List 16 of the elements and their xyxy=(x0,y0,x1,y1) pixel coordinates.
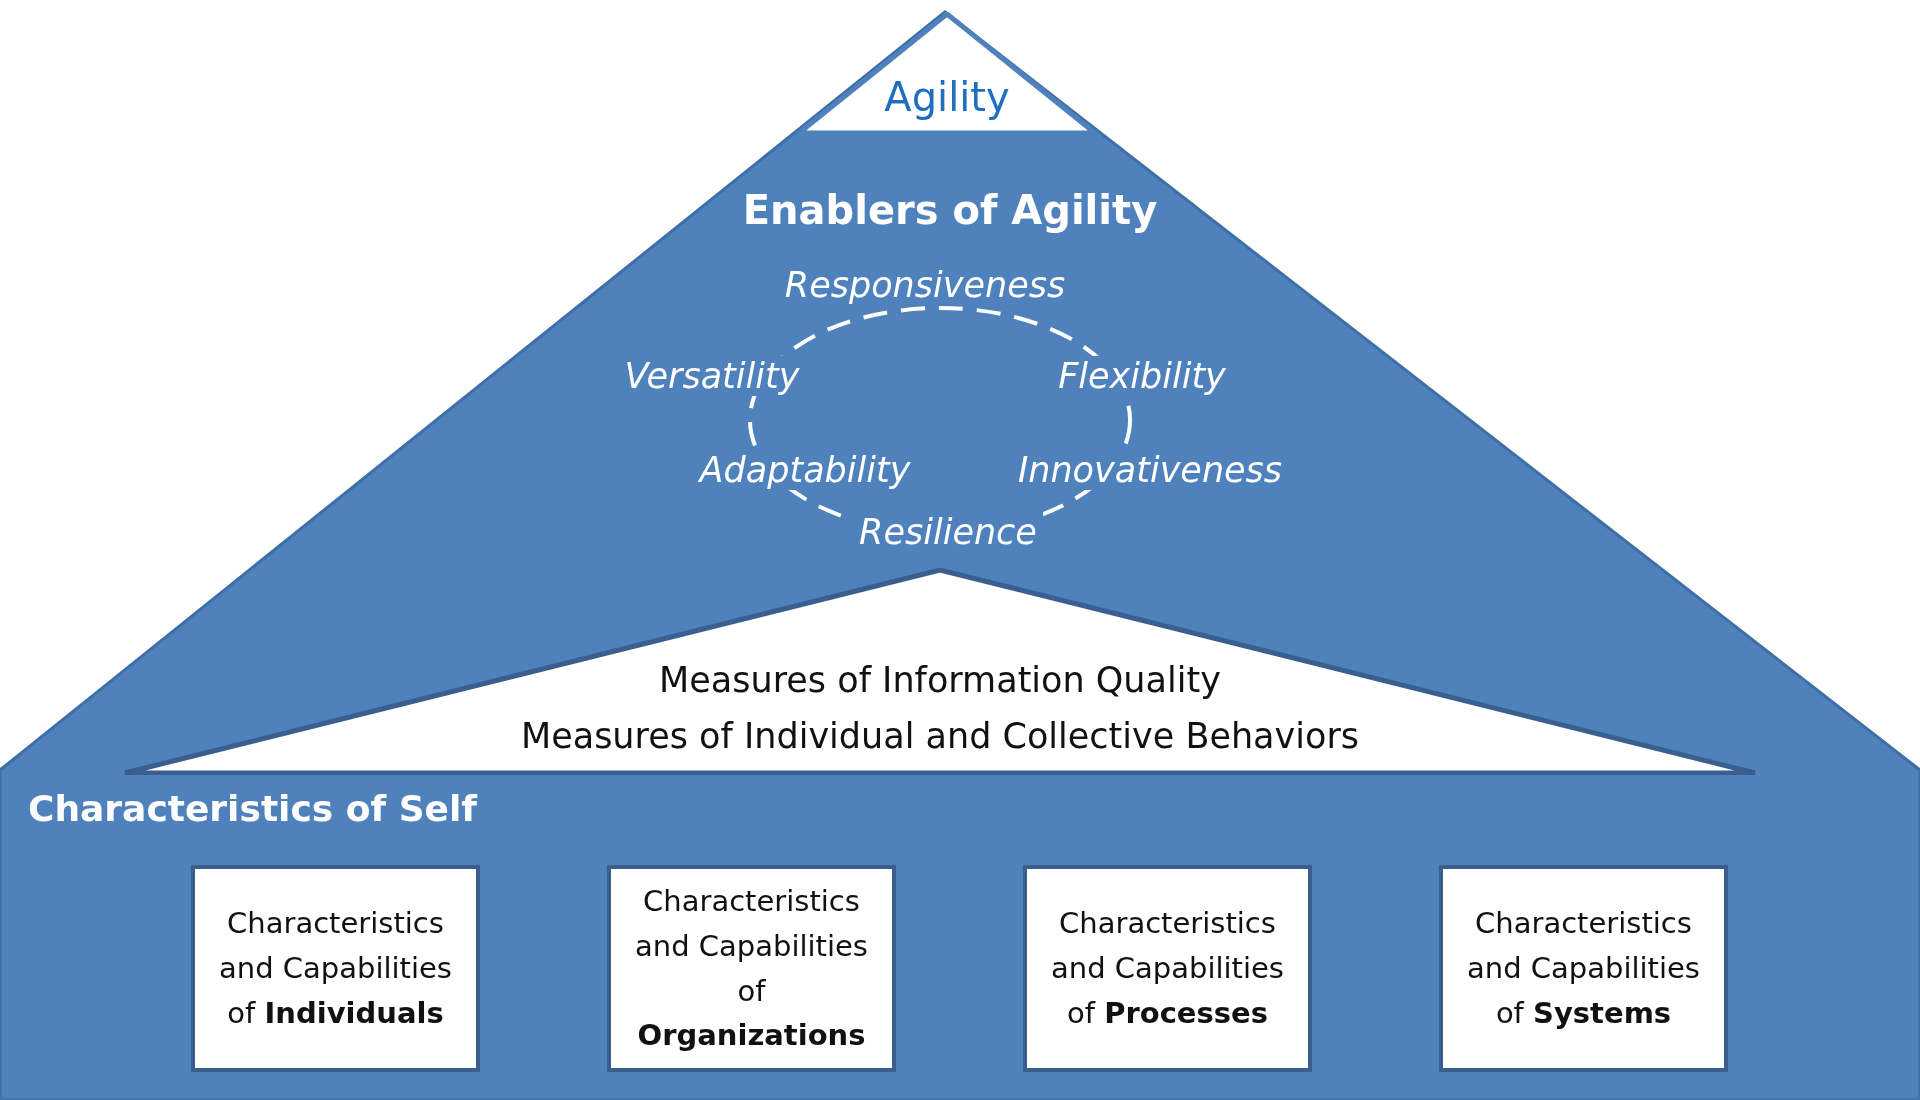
triangle-shape xyxy=(797,12,1097,135)
box-text: Characteristics and Capabilities of Processes xyxy=(1050,905,1285,1032)
category-box xyxy=(191,865,480,1072)
measure-text: Measures of Individual and Collective Behaviors xyxy=(520,716,1360,756)
box-text: Characteristics and Capabilities of Organizations xyxy=(634,882,869,1055)
apex-title: Agility xyxy=(884,74,1010,120)
box-text: Characteristics and Capabilities of Individuals xyxy=(218,905,453,1032)
category-box xyxy=(1439,865,1728,1072)
box-text: Characteristics and Capabilities of Systems xyxy=(1466,905,1701,1032)
section-heading: Characteristics of Self xyxy=(28,787,477,829)
category-box xyxy=(607,865,896,1072)
section-heading: Enablers of Agility xyxy=(742,187,1158,233)
triangle-shape xyxy=(123,568,1757,775)
category-box xyxy=(1023,865,1312,1072)
measure-text: Measures of Information Quality xyxy=(659,660,1221,700)
pyramid-shape xyxy=(0,10,1920,1100)
